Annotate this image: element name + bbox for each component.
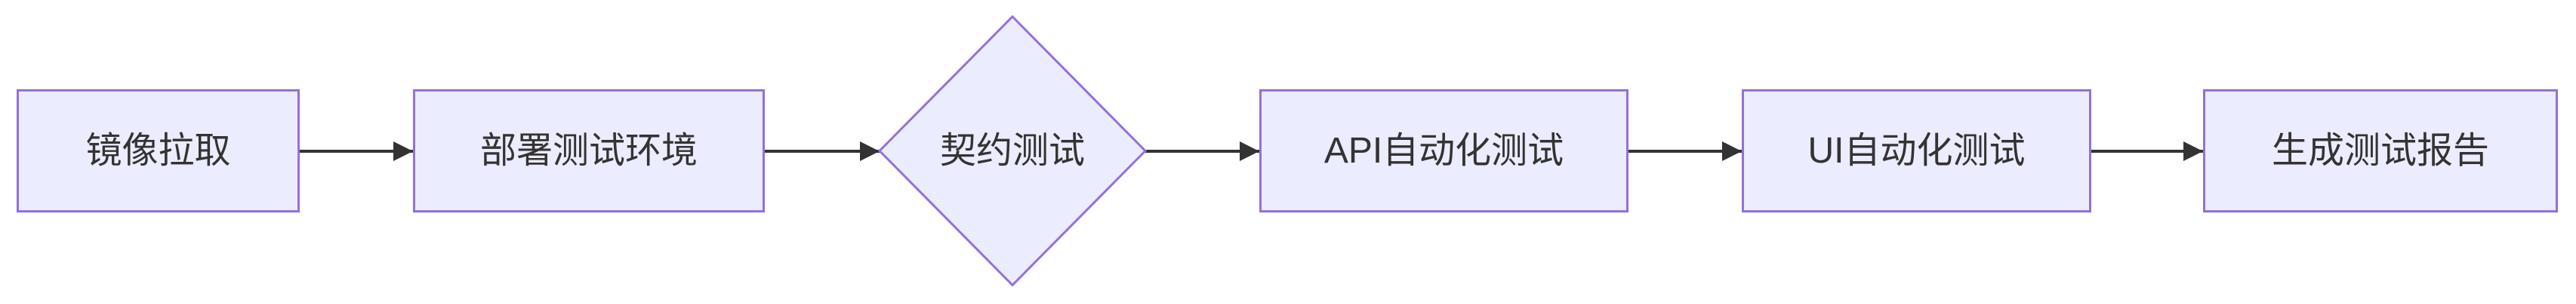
node-image-pull-label: 镜像拉取 <box>85 130 231 171</box>
node-deploy-test-env: 部署测试环境 <box>413 89 765 212</box>
node-deploy-test-env-label: 部署测试环境 <box>479 130 698 171</box>
node-contract-test-diamond <box>877 14 1148 287</box>
node-generate-test-report: 生成测试报告 <box>2203 89 2558 212</box>
node-api-automation-test: API自动化测试 <box>1259 89 1628 212</box>
node-generate-test-report-label: 生成测试报告 <box>2271 130 2489 171</box>
node-ui-automation-test-label: UI自动化测试 <box>1807 130 2026 171</box>
node-ui-automation-test: UI自动化测试 <box>1742 89 2091 212</box>
node-api-automation-test-label: API自动化测试 <box>1323 130 1564 171</box>
node-image-pull: 镜像拉取 <box>17 89 300 212</box>
